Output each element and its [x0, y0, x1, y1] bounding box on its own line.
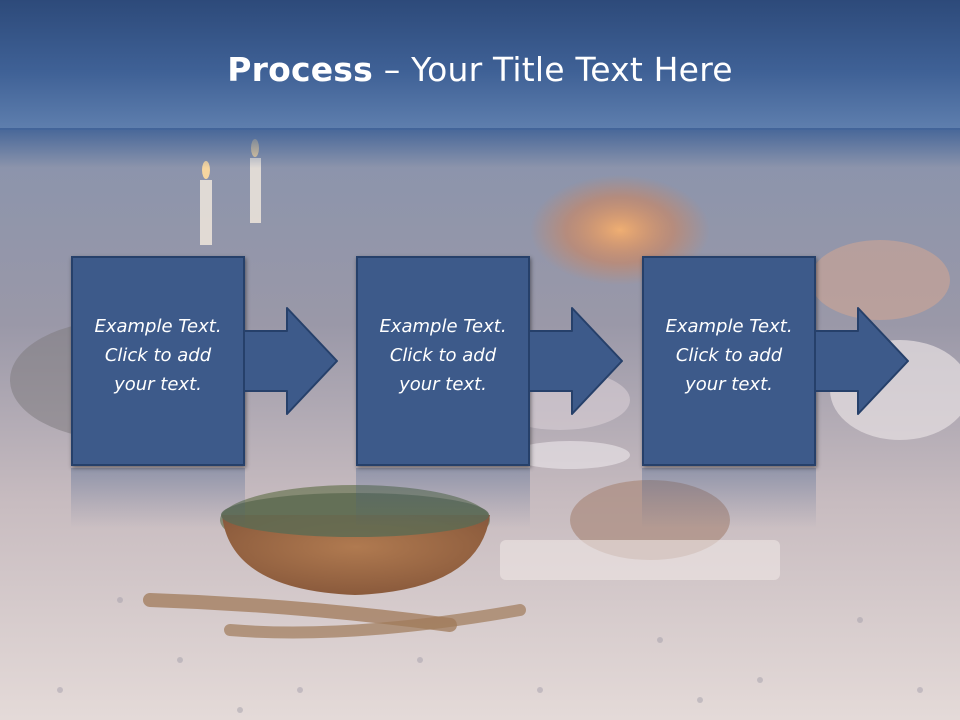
- step-text-line: Example Text.: [665, 316, 793, 337]
- process-step-box[interactable]: Example Text. Click to add your text.: [642, 256, 816, 466]
- step-text: Example Text. Click to add your text.: [358, 312, 528, 399]
- box-reflection: [356, 468, 530, 528]
- step-text-line: your text.: [399, 374, 487, 395]
- step-text-line: Example Text.: [379, 316, 507, 337]
- slide-title[interactable]: Process – Your Title Text Here: [0, 50, 960, 89]
- step-text-line: Example Text.: [94, 316, 222, 337]
- title-bold: Process: [227, 50, 373, 89]
- step-text-line: Click to add: [104, 345, 212, 366]
- step-text-line: Click to add: [389, 345, 497, 366]
- right-arrow-icon: [528, 307, 623, 415]
- box-reflection: [642, 468, 816, 528]
- step-text: Example Text. Click to add your text.: [73, 312, 243, 399]
- title-separator: –: [373, 50, 412, 89]
- box-reflection: [71, 468, 245, 528]
- process-step-box[interactable]: Example Text. Click to add your text.: [356, 256, 530, 466]
- step-text-line: your text.: [114, 374, 202, 395]
- process-step-box[interactable]: Example Text. Click to add your text.: [71, 256, 245, 466]
- step-text: Example Text. Click to add your text.: [644, 312, 814, 399]
- step-text-line: your text.: [685, 374, 773, 395]
- right-arrow-icon: [243, 307, 338, 415]
- step-text-line: Click to add: [675, 345, 783, 366]
- right-arrow-icon: [814, 307, 909, 415]
- title-text: Your Title Text Here: [411, 50, 733, 89]
